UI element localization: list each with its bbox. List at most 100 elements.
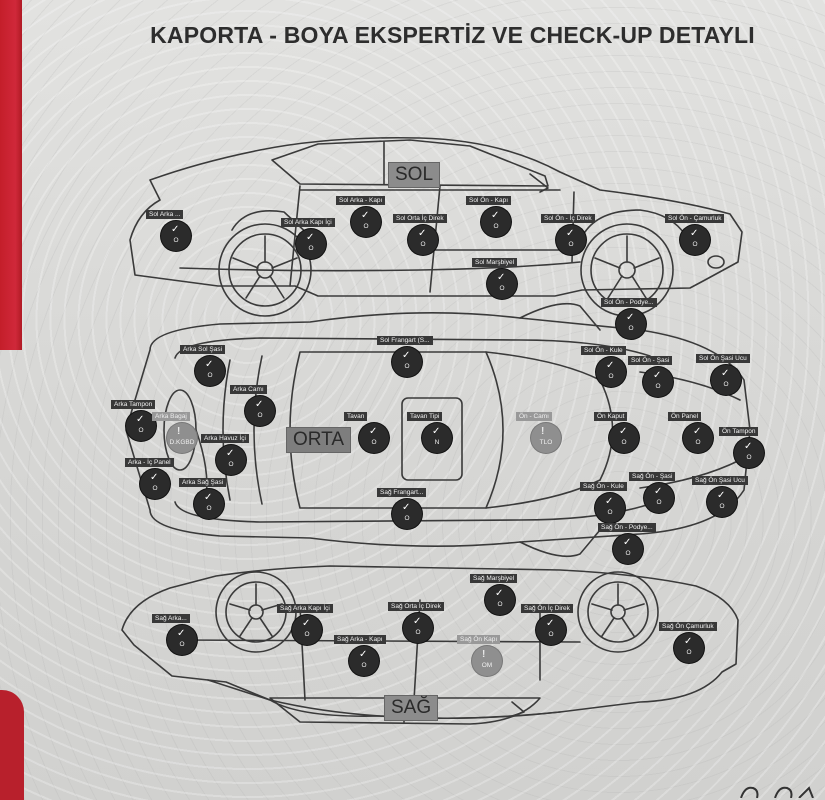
pin-code: O xyxy=(686,649,692,656)
pin-label: Sağ Arka Kapı İçi xyxy=(277,604,333,613)
pin-marker[interactable] xyxy=(359,423,389,453)
red-edge-strip xyxy=(0,0,22,350)
exclamation-icon: ! xyxy=(482,649,486,660)
red-edge-bottom xyxy=(0,690,24,800)
pin-marker[interactable] xyxy=(351,207,381,237)
pin-label: Tavan Tipi xyxy=(407,412,443,421)
pin-label: Sol Ön - Şasi xyxy=(628,356,673,365)
checkmark-icon: ✓ xyxy=(359,649,368,660)
checkmark-icon: ✓ xyxy=(402,502,411,513)
pin-label: Sol Orta İç Direk xyxy=(393,214,447,223)
checkmark-icon: ✓ xyxy=(413,616,422,627)
pin-marker[interactable] xyxy=(485,585,515,615)
pin-marker[interactable] xyxy=(422,423,452,453)
pin-code: O xyxy=(621,439,627,446)
pin-marker[interactable] xyxy=(194,489,224,519)
pin-marker[interactable] xyxy=(643,367,673,397)
pin-marker[interactable] xyxy=(472,646,502,676)
pin-marker[interactable] xyxy=(711,365,741,395)
pin-code: O xyxy=(257,412,263,419)
pin-marker[interactable] xyxy=(616,309,646,339)
pin-marker[interactable] xyxy=(487,269,517,299)
pin-code: O xyxy=(361,662,367,669)
checkmark-icon: ✓ xyxy=(495,588,504,599)
pin-marker[interactable] xyxy=(296,229,326,259)
checkmark-icon: ✓ xyxy=(623,537,632,548)
pin-label: Ön Tampon xyxy=(719,427,759,436)
checkmark-icon: ✓ xyxy=(418,228,427,239)
pin-marker[interactable] xyxy=(292,615,322,645)
pin-marker[interactable] xyxy=(167,625,197,655)
pin-code: O xyxy=(138,427,144,434)
pin-marker[interactable] xyxy=(167,423,197,453)
pin-marker[interactable] xyxy=(392,499,422,529)
pin-code: O xyxy=(308,245,314,252)
pin-marker[interactable] xyxy=(195,356,225,386)
pin-marker[interactable] xyxy=(140,469,170,499)
pin-code: O xyxy=(206,505,212,512)
pin-marker[interactable] xyxy=(680,225,710,255)
pin-marker[interactable] xyxy=(595,493,625,523)
pin-marker[interactable] xyxy=(481,207,511,237)
pin-label: Sol Arka ... xyxy=(146,210,184,219)
checkmark-icon: ✓ xyxy=(606,360,615,371)
checkmark-icon: ✓ xyxy=(491,210,500,221)
pin-code: O xyxy=(493,223,499,230)
pin-label: Arka Bagaj xyxy=(152,412,190,421)
pin-label: Sağ Orta İç Direk xyxy=(388,602,444,611)
pin-marker[interactable] xyxy=(609,423,639,453)
pin-label: Ön Kaput xyxy=(594,412,628,421)
pin-label: Sol Ön - İç Direk xyxy=(541,214,595,223)
pin-marker[interactable] xyxy=(349,646,379,676)
pin-label: Sağ Arka - Kapı xyxy=(334,635,386,644)
pin-label: Arka - İç Panel xyxy=(125,458,174,467)
pin-label: Sağ Frangart... xyxy=(377,488,427,497)
checkmark-icon: ✓ xyxy=(136,414,145,425)
checkmark-icon: ✓ xyxy=(497,272,506,283)
pin-marker[interactable] xyxy=(408,225,438,255)
pin-marker[interactable] xyxy=(245,396,275,426)
section-label-orta: ORTA xyxy=(286,427,352,453)
pin-code: O xyxy=(746,454,752,461)
pin-label: Sağ Marşbiyel xyxy=(470,574,518,583)
checkmark-icon: ✓ xyxy=(177,628,186,639)
checkmark-icon: ✓ xyxy=(744,441,753,452)
pin-marker[interactable] xyxy=(392,347,422,377)
pin-marker[interactable] xyxy=(556,225,586,255)
pin-code: O xyxy=(152,485,158,492)
pin-code: TLO xyxy=(539,439,553,446)
checkmark-icon: ✓ xyxy=(684,636,693,647)
pin-marker[interactable] xyxy=(596,357,626,387)
pin-marker[interactable] xyxy=(161,221,191,251)
pin-code: N xyxy=(434,439,440,446)
pin-label: Sol Ön - Kapı xyxy=(466,196,512,205)
pin-marker[interactable] xyxy=(216,445,246,475)
pin-code: O xyxy=(228,461,234,468)
pin-marker[interactable] xyxy=(126,411,156,441)
pin-marker[interactable] xyxy=(734,438,764,468)
pin-label: Sol Ön - Çamurluk xyxy=(665,214,725,223)
pin-marker[interactable] xyxy=(531,423,561,453)
pin-code: O xyxy=(497,601,503,608)
left-side-car xyxy=(129,136,743,317)
pin-label: Sağ Ön Çamurluk xyxy=(659,622,717,631)
pin-marker[interactable] xyxy=(403,613,433,643)
checkmark-icon: ✓ xyxy=(402,350,411,361)
checkmark-icon: ✓ xyxy=(721,368,730,379)
checkmark-icon: ✓ xyxy=(302,618,311,629)
checkmark-icon: ✓ xyxy=(205,359,214,370)
pin-marker[interactable] xyxy=(707,487,737,517)
pin-marker[interactable] xyxy=(683,423,713,453)
pin-marker[interactable] xyxy=(613,534,643,564)
pin-code: O xyxy=(608,373,614,380)
pin-label: Sağ Ön - Podye... xyxy=(598,523,656,532)
pin-code: OM xyxy=(481,662,493,669)
page-title: KAPORTA - BOYA EKSPERTİZ VE CHECK-UP DET… xyxy=(150,22,755,48)
pin-marker[interactable] xyxy=(644,483,674,513)
checkmark-icon: ✓ xyxy=(619,426,628,437)
pin-marker[interactable] xyxy=(536,615,566,645)
pin-label: Sağ Ön Şasi Ucu xyxy=(692,476,748,485)
pin-label: Ön Panel xyxy=(668,412,702,421)
pin-marker[interactable] xyxy=(674,633,704,663)
pin-label: Arka Tampon xyxy=(111,400,156,409)
